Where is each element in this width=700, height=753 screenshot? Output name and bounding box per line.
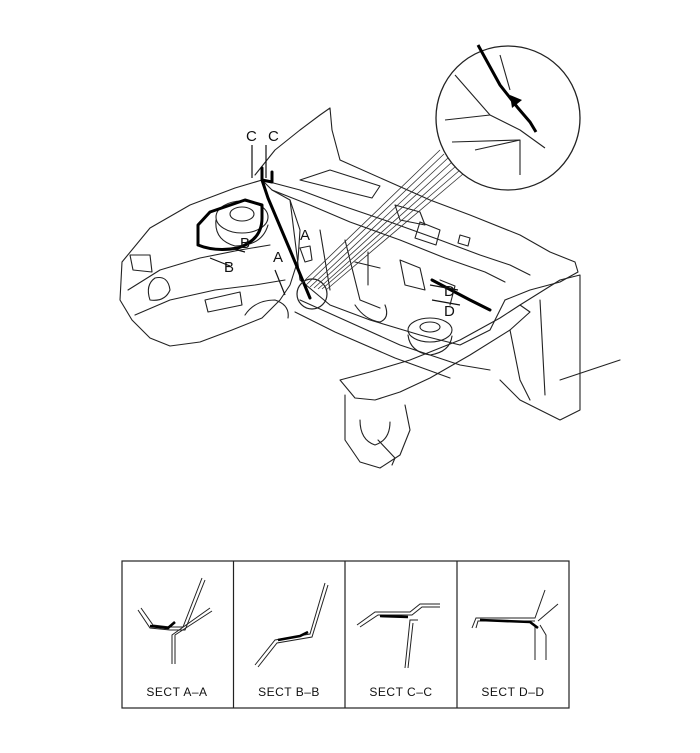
callout-a-upper: A [300,227,310,244]
section-c-c: SECT C–C [356,603,440,699]
sealer-paths [196,166,492,312]
section-a-a-label: SECT A–A [146,685,207,699]
vehicle-body-illustration [119,107,621,469]
callout-d-upper: D [444,283,455,300]
section-c-c-label: SECT C–C [369,685,432,699]
callout-c-right: C [268,128,279,145]
section-d-d-label: SECT D–D [481,685,544,699]
sealer-path-d [430,278,492,312]
right-strut-tower [407,317,453,343]
front-cross-member [299,299,491,371]
callout-labels: C C A A B B D D [224,128,455,320]
detail-leader-beam [301,149,464,291]
callout-b-lower: B [224,259,234,276]
callout-c-left: C [246,128,257,145]
section-cut-markers [209,145,461,306]
cowl-top-panel [254,107,579,301]
left-fender-apron [119,179,301,347]
section-panels: SECT A–A SECT B–B SECT C–C [121,560,570,709]
dash-panel [289,199,506,346]
sealer-path-c [260,166,274,184]
section-b-b-label: SECT B–B [258,685,320,699]
sealer-path-b [196,198,264,251]
section-d-d: SECT D–D [471,589,559,699]
callout-d-lower: D [444,303,455,320]
right-front-rail [339,304,531,401]
callout-b-upper: B [240,235,250,252]
detail-magnifier [296,44,581,310]
detail-source-circle [296,278,328,310]
detail-sealer-bead [476,44,538,133]
section-b-b: SECT B–B [254,582,329,699]
sealer-path-a [260,178,312,300]
callout-a-lower: A [273,249,283,266]
detail-magnified-circle [435,45,581,191]
section-a-a: SECT A–A [137,577,213,699]
